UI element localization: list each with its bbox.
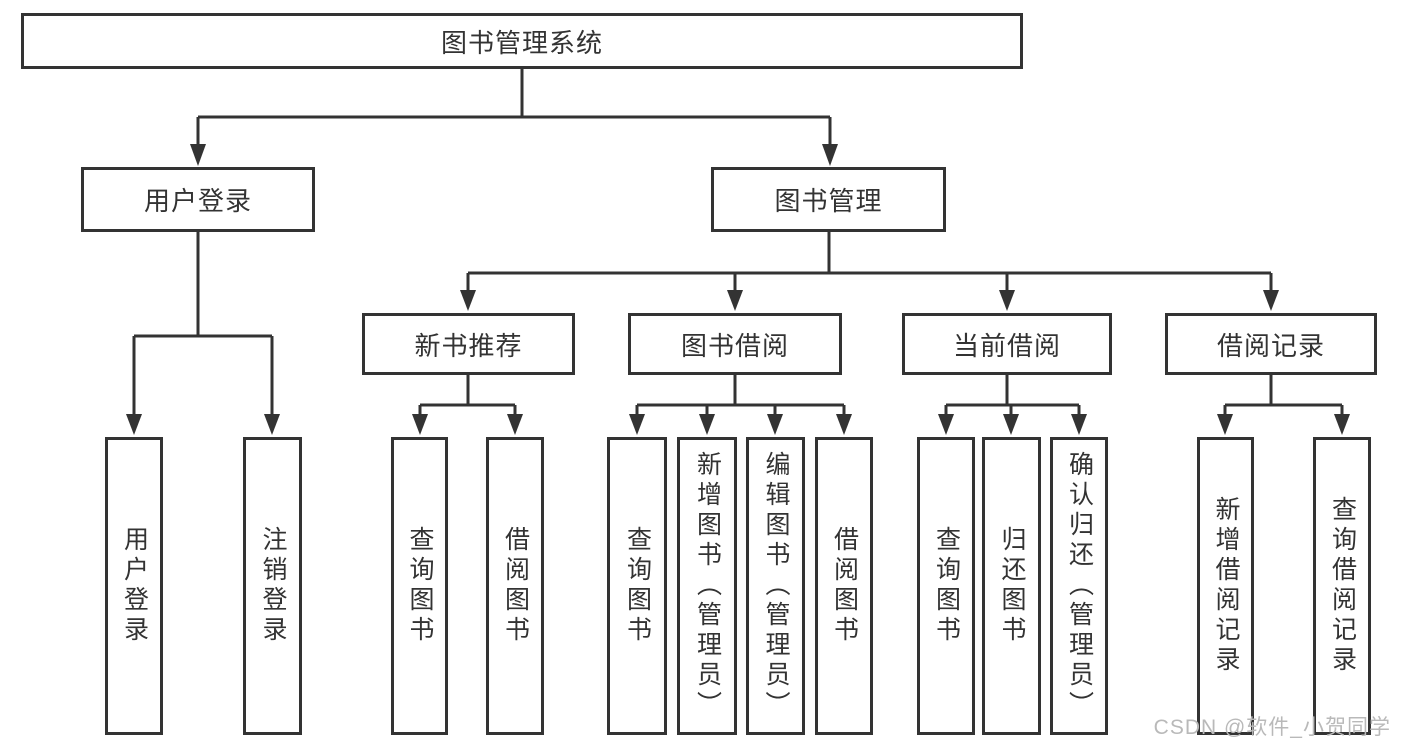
leaf-logout-label: 注销登录: [259, 526, 287, 646]
leaf-newbook-query-books: 查询图书: [391, 437, 448, 735]
leaf-current-return-books-label: 归还图书: [998, 526, 1026, 646]
node-user-login: 用户登录: [81, 167, 315, 232]
node-current-borrowing-label: 当前借阅: [952, 330, 1061, 361]
node-root-library-system: 图书管理系统: [21, 13, 1023, 69]
node-user-login-label: 用户登录: [143, 186, 252, 216]
leaf-newbook-query-books-label: 查询图书: [406, 526, 434, 646]
leaf-current-confirm-return-admin-label: 确认归还（管理员）: [1065, 451, 1094, 721]
leaf-records-add-record: 新增借阅记录: [1197, 437, 1254, 735]
node-book-borrowing: 图书借阅: [628, 313, 842, 375]
node-book-management-label: 图书管理: [774, 186, 883, 216]
leaf-borrowing-borrow-books: 借阅图书: [815, 437, 873, 735]
node-new-book-recommend-label: 新书推荐: [414, 330, 523, 361]
leaf-current-query-books: 查询图书: [917, 437, 975, 735]
node-root-label: 图书管理系统: [440, 27, 603, 58]
csdn-watermark: CSDN @软件_小贺同学: [1153, 716, 1391, 739]
leaf-current-return-books: 归还图书: [982, 437, 1041, 735]
leaf-borrowing-query-books-label: 查询图书: [623, 526, 652, 646]
node-current-borrowing: 当前借阅: [902, 313, 1112, 375]
leaf-user-login-label: 用户登录: [120, 526, 149, 646]
leaf-borrowing-borrow-books-label: 借阅图书: [830, 526, 859, 646]
node-book-management: 图书管理: [711, 167, 946, 232]
leaf-borrowing-edit-books-admin: 编辑图书（管理员）: [746, 437, 805, 735]
node-borrowing-records: 借阅记录: [1165, 313, 1377, 375]
leaf-borrowing-add-books-admin: 新增图书（管理员）: [677, 437, 737, 735]
leaf-records-query-record-label: 查询借阅记录: [1328, 496, 1357, 676]
arrowhead-icons: [126, 144, 1350, 435]
node-book-borrowing-label: 图书借阅: [680, 330, 789, 361]
leaf-records-query-record: 查询借阅记录: [1313, 437, 1371, 735]
leaf-user-login: 用户登录: [105, 437, 163, 735]
leaf-logout: 注销登录: [243, 437, 302, 735]
leaf-borrowing-edit-books-admin-label: 编辑图书（管理员）: [762, 451, 790, 721]
leaf-current-confirm-return-admin: 确认归还（管理员）: [1050, 437, 1108, 735]
node-new-book-recommend: 新书推荐: [362, 313, 575, 375]
leaf-newbook-borrow-books-label: 借阅图书: [501, 526, 530, 646]
leaf-borrowing-query-books: 查询图书: [607, 437, 667, 735]
leaf-borrowing-add-books-admin-label: 新增图书（管理员）: [693, 451, 722, 721]
leaf-current-query-books-label: 查询图书: [932, 526, 961, 646]
leaf-newbook-borrow-books: 借阅图书: [486, 437, 544, 735]
node-borrowing-records-label: 借阅记录: [1216, 330, 1325, 361]
leaf-records-add-record-label: 新增借阅记录: [1212, 496, 1240, 676]
